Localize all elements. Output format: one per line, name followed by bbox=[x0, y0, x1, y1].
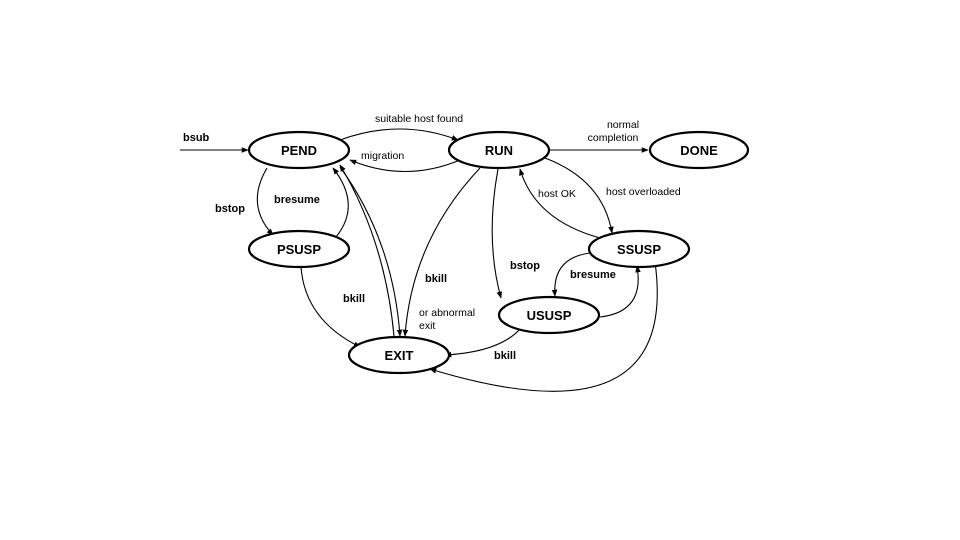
state-done: DONE bbox=[648, 130, 750, 170]
state-ssusp-label: SSUSP bbox=[617, 242, 661, 257]
label-completion: completion bbox=[588, 132, 639, 144]
edge-run-to-pend-migration bbox=[349, 159, 461, 172]
edge-ssusp-to-run bbox=[519, 168, 601, 239]
state-done-label: DONE bbox=[680, 143, 718, 158]
edge-psusp-to-pend bbox=[332, 167, 349, 238]
label-migration: migration bbox=[361, 150, 404, 162]
state-run-label: RUN bbox=[485, 143, 513, 158]
state-ssusp-ellipse bbox=[587, 229, 691, 269]
edge-run-to-exit bbox=[402, 167, 481, 337]
state-psusp-ellipse bbox=[247, 229, 351, 269]
label-bresume-right: bresume bbox=[570, 269, 616, 281]
edges bbox=[180, 128, 658, 392]
label-bkill-left: bkill bbox=[343, 293, 365, 305]
label-bresume-left: bresume bbox=[274, 194, 320, 206]
edge-run-to-ususp bbox=[491, 168, 503, 299]
edge-ssusp-to-exit bbox=[429, 261, 658, 392]
state-exit-label: EXIT bbox=[385, 348, 414, 363]
edge-ususp-to-ssusp bbox=[599, 265, 641, 318]
state-exit: EXIT bbox=[347, 335, 451, 375]
state-psusp: PSUSP bbox=[247, 229, 351, 269]
state-pend-ellipse bbox=[247, 130, 351, 170]
state-done-ellipse bbox=[648, 130, 750, 170]
label-bkill-center: bkill bbox=[425, 273, 447, 285]
label-normal: normal bbox=[607, 119, 639, 131]
state-exit-ellipse bbox=[347, 335, 451, 375]
label-exit-word: exit bbox=[419, 320, 435, 332]
edge-psusp-to-exit bbox=[300, 266, 361, 348]
label-bsub: bsub bbox=[183, 132, 210, 144]
edge-pend-to-run bbox=[339, 128, 459, 141]
edge-ssusp-to-ususp bbox=[551, 252, 591, 297]
state-ususp-label: USUSP bbox=[527, 308, 572, 323]
label-or-abnormal: or abnormal bbox=[419, 307, 475, 319]
state-run-ellipse bbox=[447, 130, 551, 170]
state-pend-label: PEND bbox=[281, 143, 317, 158]
label-host-overloaded: host overloaded bbox=[606, 186, 681, 198]
label-host-ok: host OK bbox=[538, 188, 576, 200]
state-run: RUN bbox=[447, 130, 551, 170]
state-pend: PEND bbox=[247, 130, 351, 170]
edge-exit-to-pend bbox=[339, 164, 395, 337]
edge-labels: bsub suitable host found migration norma… bbox=[183, 113, 681, 362]
state-ususp-ellipse bbox=[497, 295, 601, 335]
label-bstop-left: bstop bbox=[215, 203, 245, 215]
edge-pend-to-exit bbox=[339, 166, 403, 337]
edge-run-to-ssusp bbox=[544, 157, 614, 234]
edge-ususp-to-exit bbox=[444, 327, 522, 358]
state-ususp: USUSP bbox=[497, 295, 601, 335]
label-bstop-right: bstop bbox=[510, 260, 540, 272]
label-bkill-bottom: bkill bbox=[494, 350, 516, 362]
label-suitable-host-found: suitable host found bbox=[375, 113, 463, 125]
edge-pend-to-psusp bbox=[256, 167, 274, 236]
state-ssusp: SSUSP bbox=[587, 229, 691, 269]
state-psusp-label: PSUSP bbox=[277, 242, 321, 257]
